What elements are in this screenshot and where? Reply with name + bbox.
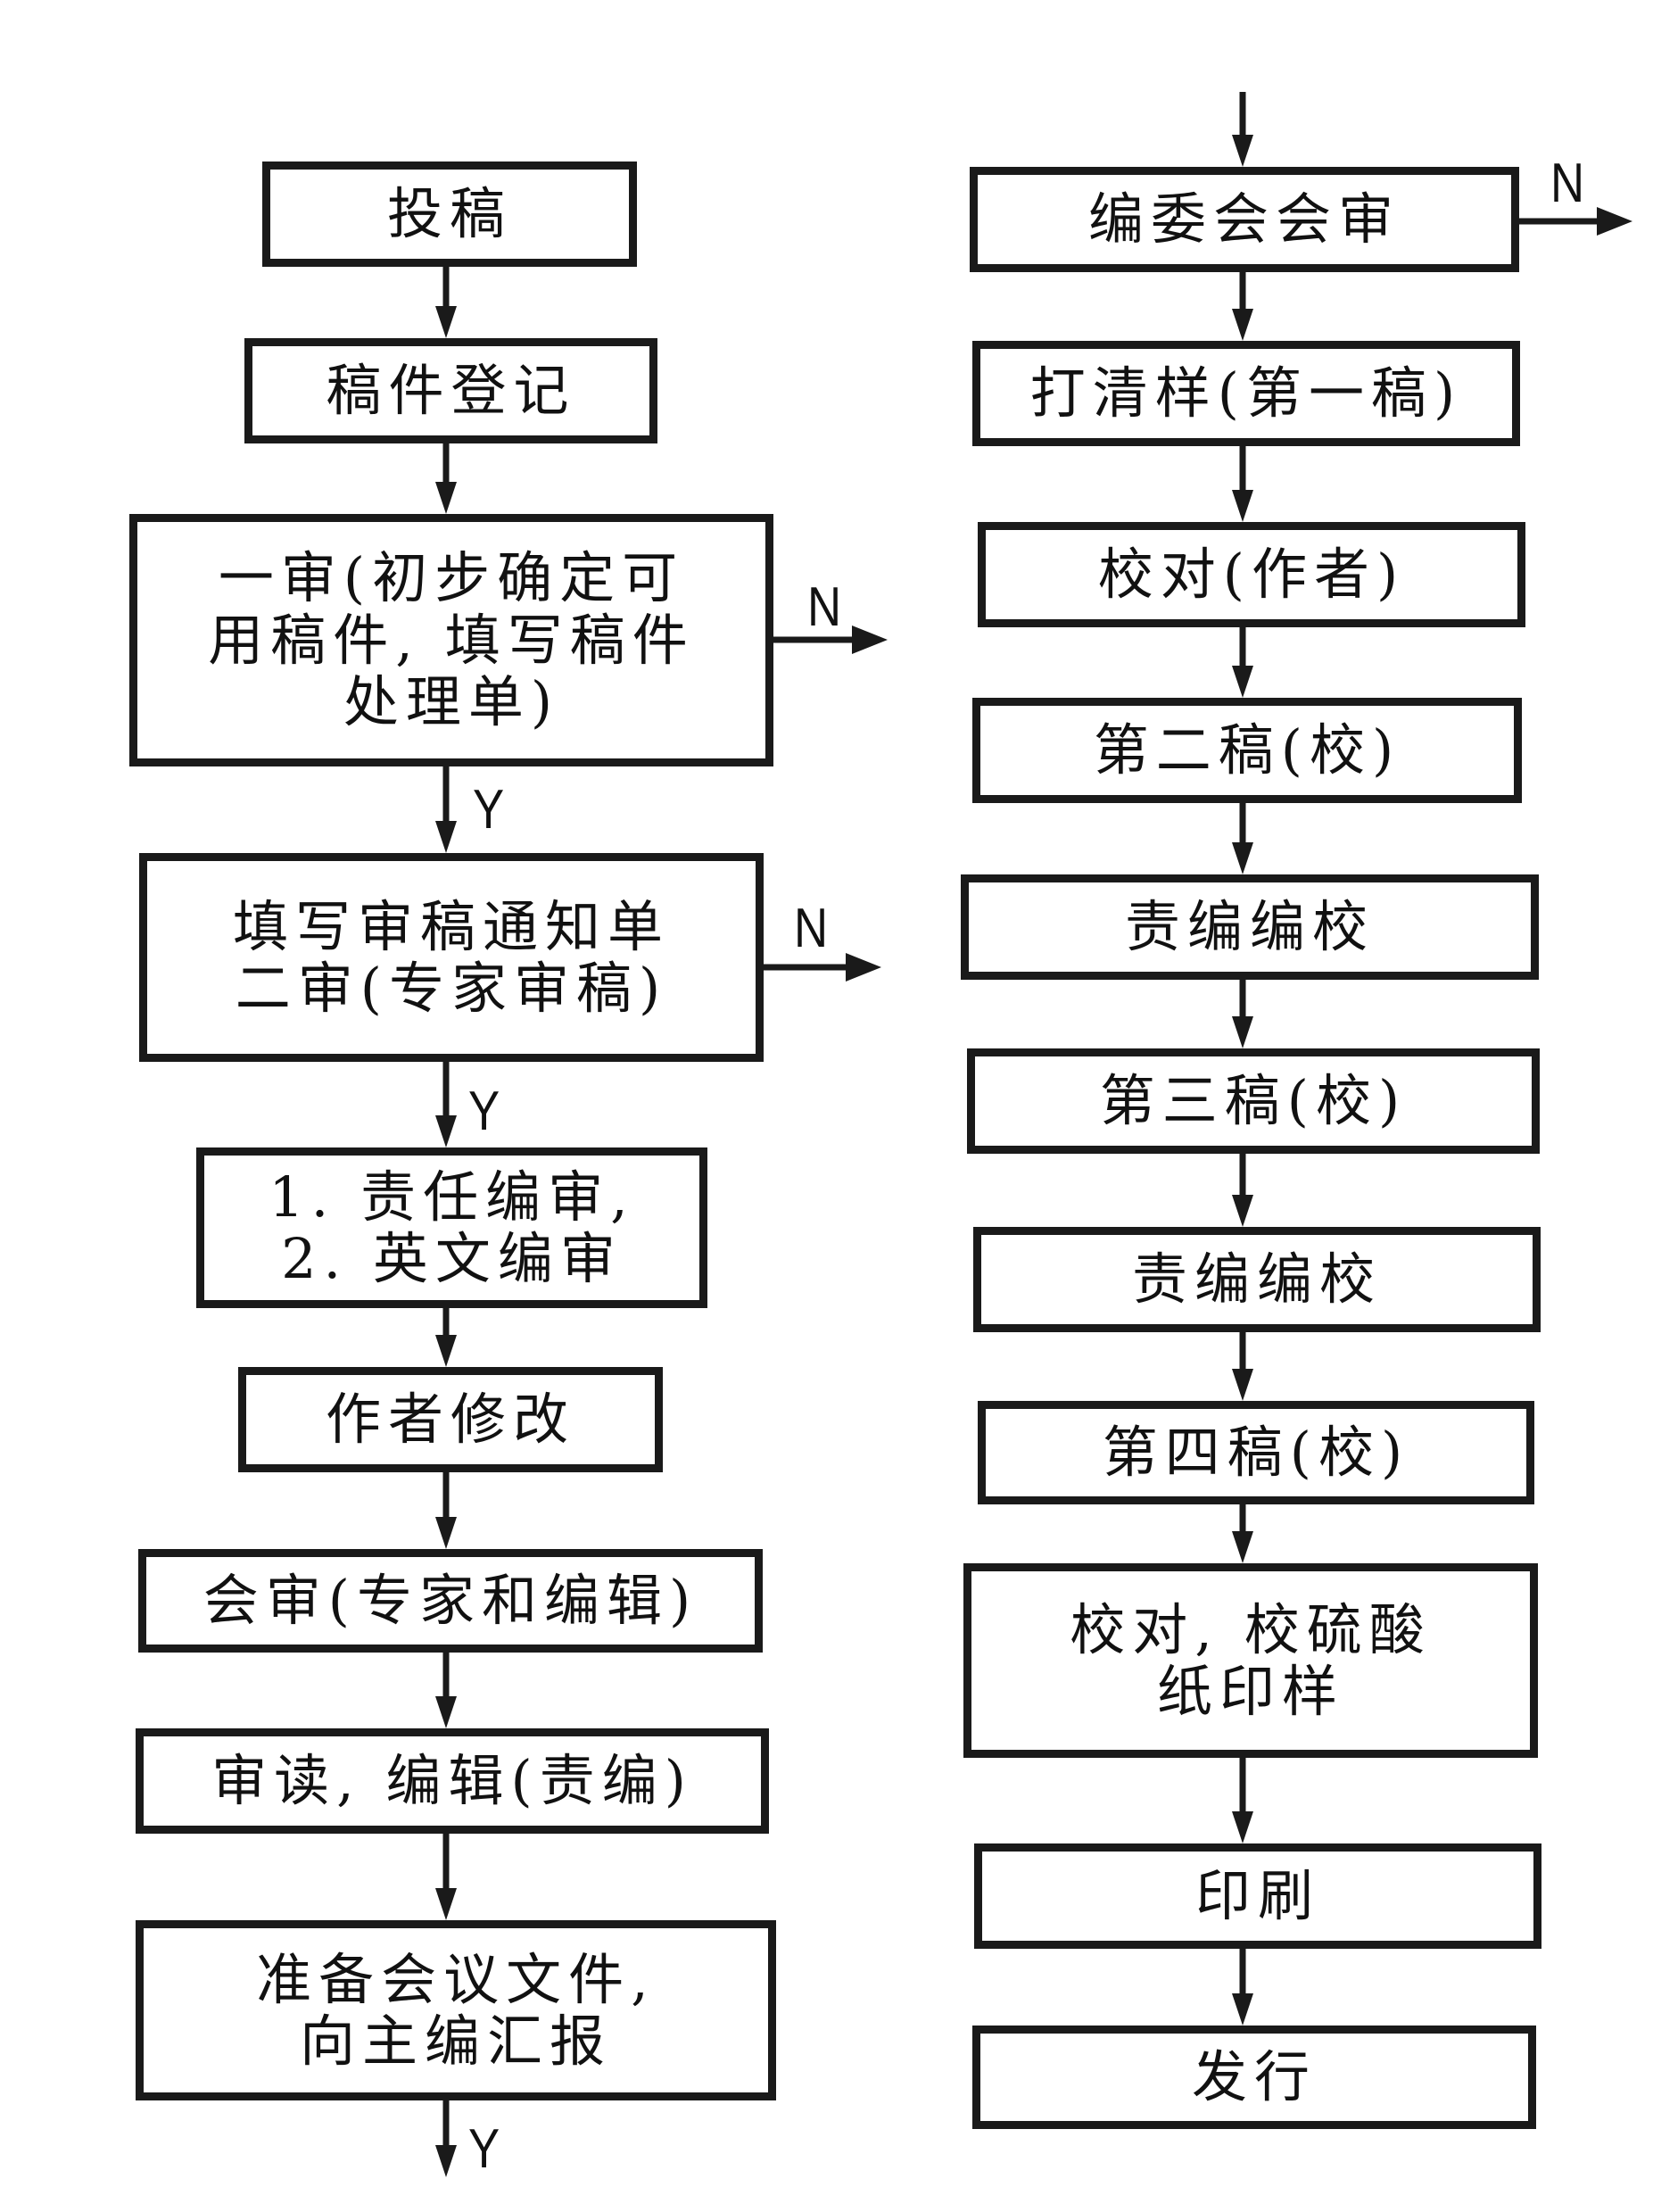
step-second-proof: 第二稿(校) — [972, 698, 1522, 803]
step-editor-proof-2: 责编编校 — [973, 1227, 1541, 1332]
step-label-line: 第四稿(校) — [1102, 1420, 1410, 1486]
connector-left-2 — [435, 766, 457, 853]
step-printing: 印刷 — [974, 1843, 1541, 1949]
arrowhead-icon — [846, 953, 881, 982]
step-label-line: 1. 责任编审, — [269, 1164, 635, 1230]
yes-label-prepare-meeting: Y — [468, 2118, 500, 2180]
connector-right-1 — [1232, 446, 1253, 522]
step-label-line: 纸印样 — [1156, 1659, 1344, 1724]
step-editor-review: 1. 责任编审,2. 英文编审 — [196, 1147, 707, 1308]
arrowhead-icon — [1232, 1993, 1253, 2026]
step-label-line: 责编编校 — [1131, 1247, 1382, 1313]
arrowhead-icon — [1232, 309, 1253, 341]
step-label-line: 印刷 — [1194, 1863, 1320, 1929]
step-label-line: 作者修改 — [325, 1387, 575, 1453]
connector-right-9 — [1232, 1949, 1253, 2026]
arrowhead-icon — [1232, 842, 1253, 874]
arrowhead-icon — [1232, 490, 1253, 522]
step-label-line: 编委会会审 — [1087, 186, 1401, 253]
step-label-line: 向主编汇报 — [299, 2009, 612, 2074]
connector-left-3 — [435, 1062, 457, 1147]
step-read-edit: 审读, 编辑(责编) — [136, 1728, 769, 1834]
arrowhead-icon — [435, 821, 457, 853]
reject-arrow-first-review — [773, 625, 888, 654]
no-label-board-review: N — [1550, 153, 1585, 214]
step-label-line: 准备会议文件, — [256, 1946, 656, 2012]
connector-right-7 — [1232, 1504, 1253, 1563]
connector-left-6 — [435, 1653, 457, 1728]
connector-right-0 — [1232, 272, 1253, 341]
step-submit: 投稿 — [262, 162, 637, 267]
arrowhead-icon — [1597, 207, 1632, 236]
step-label-line: 会审(专家和编辑) — [202, 1568, 698, 1634]
step-label-line: 填写审稿通知单 — [232, 893, 670, 959]
step-third-proof: 第三稿(校) — [967, 1048, 1540, 1154]
step-first-review: 一审(初步确定可用稿件, 填写稿件处理单) — [129, 514, 773, 766]
connector-right-4 — [1232, 980, 1253, 1048]
step-first-proof: 打清样(第一稿) — [972, 341, 1520, 446]
step-fourth-proof: 第四稿(校) — [978, 1401, 1534, 1504]
step-label-line: 打清样(第一稿) — [1029, 360, 1463, 427]
step-label-line: 用稿件, 填写稿件 — [208, 607, 695, 673]
arrowhead-icon — [1232, 1369, 1253, 1401]
step-label-line: 校对, 校硫酸 — [1070, 1596, 1432, 1662]
connector-left-0 — [435, 267, 457, 338]
step-label-line: 稿件登记 — [326, 358, 576, 424]
step-prepare-meeting: 准备会议文件,向主编汇报 — [136, 1920, 776, 2100]
step-label-line: 第二稿(校) — [1093, 717, 1401, 783]
connector-left-exit — [435, 2100, 457, 2177]
connector-left-1 — [435, 443, 457, 514]
connector-right-8 — [1232, 1758, 1253, 1843]
step-label-line: 校对(作者) — [1097, 542, 1406, 608]
connector-right-3 — [1232, 803, 1253, 874]
connector-right-5 — [1232, 1154, 1253, 1227]
connector-right-6 — [1232, 1332, 1253, 1401]
yes-label-first-review: Y — [473, 779, 505, 841]
step-label-line: 第三稿(校) — [1099, 1068, 1408, 1134]
step-final-proof: 校对, 校硫酸纸印样 — [963, 1563, 1538, 1758]
step-editor-proof-1: 责编编校 — [961, 874, 1539, 980]
arrowhead-icon — [435, 1115, 457, 1147]
arrowhead-icon — [1232, 666, 1253, 698]
arrowhead-icon — [435, 2145, 457, 2177]
reject-arrow-board-review — [1519, 207, 1632, 236]
arrowhead-icon — [1232, 1531, 1253, 1563]
step-label-line: 发行 — [1191, 2044, 1317, 2110]
arrowhead-icon — [435, 306, 457, 338]
connector-right-entry — [1232, 92, 1253, 167]
arrowhead-icon — [435, 1888, 457, 1920]
step-distribution: 发行 — [972, 2026, 1536, 2129]
arrowhead-icon — [435, 1696, 457, 1728]
reject-arrow-second-review — [764, 953, 881, 982]
step-label-line: 处理单) — [343, 669, 560, 735]
step-board-review: 编委会会审 — [970, 167, 1519, 272]
arrowhead-icon — [435, 482, 457, 514]
connector-left-7 — [435, 1834, 457, 1920]
arrowhead-icon — [435, 1335, 457, 1367]
step-second-review: 填写审稿通知单二审(专家审稿) — [139, 853, 764, 1062]
step-author-revise: 作者修改 — [238, 1367, 663, 1472]
connector-left-4 — [435, 1308, 457, 1367]
arrowhead-icon — [1232, 1811, 1253, 1843]
step-label-line: 2. 英文编审 — [281, 1226, 623, 1291]
step-label-line: 二审(专家审稿) — [235, 956, 668, 1021]
arrowhead-icon — [435, 1517, 457, 1549]
step-register: 稿件登记 — [244, 338, 657, 443]
connector-left-5 — [435, 1472, 457, 1549]
yes-label-second-review: Y — [468, 1081, 500, 1142]
step-label-line: 审读, 编辑(责编) — [211, 1748, 693, 1814]
step-label-line: 责编编校 — [1124, 894, 1375, 960]
arrowhead-icon — [1232, 135, 1253, 167]
arrowhead-icon — [852, 625, 888, 654]
step-label-line: 一审(初步确定可 — [218, 545, 685, 611]
arrowhead-icon — [1232, 1195, 1253, 1227]
no-label-first-review: N — [807, 576, 842, 638]
step-joint-review: 会审(专家和编辑) — [138, 1549, 763, 1653]
no-label-second-review: N — [794, 898, 829, 959]
step-label-line: 投稿 — [386, 181, 512, 247]
arrowhead-icon — [1232, 1016, 1253, 1048]
connector-right-2 — [1232, 627, 1253, 698]
step-author-proof: 校对(作者) — [978, 522, 1525, 627]
